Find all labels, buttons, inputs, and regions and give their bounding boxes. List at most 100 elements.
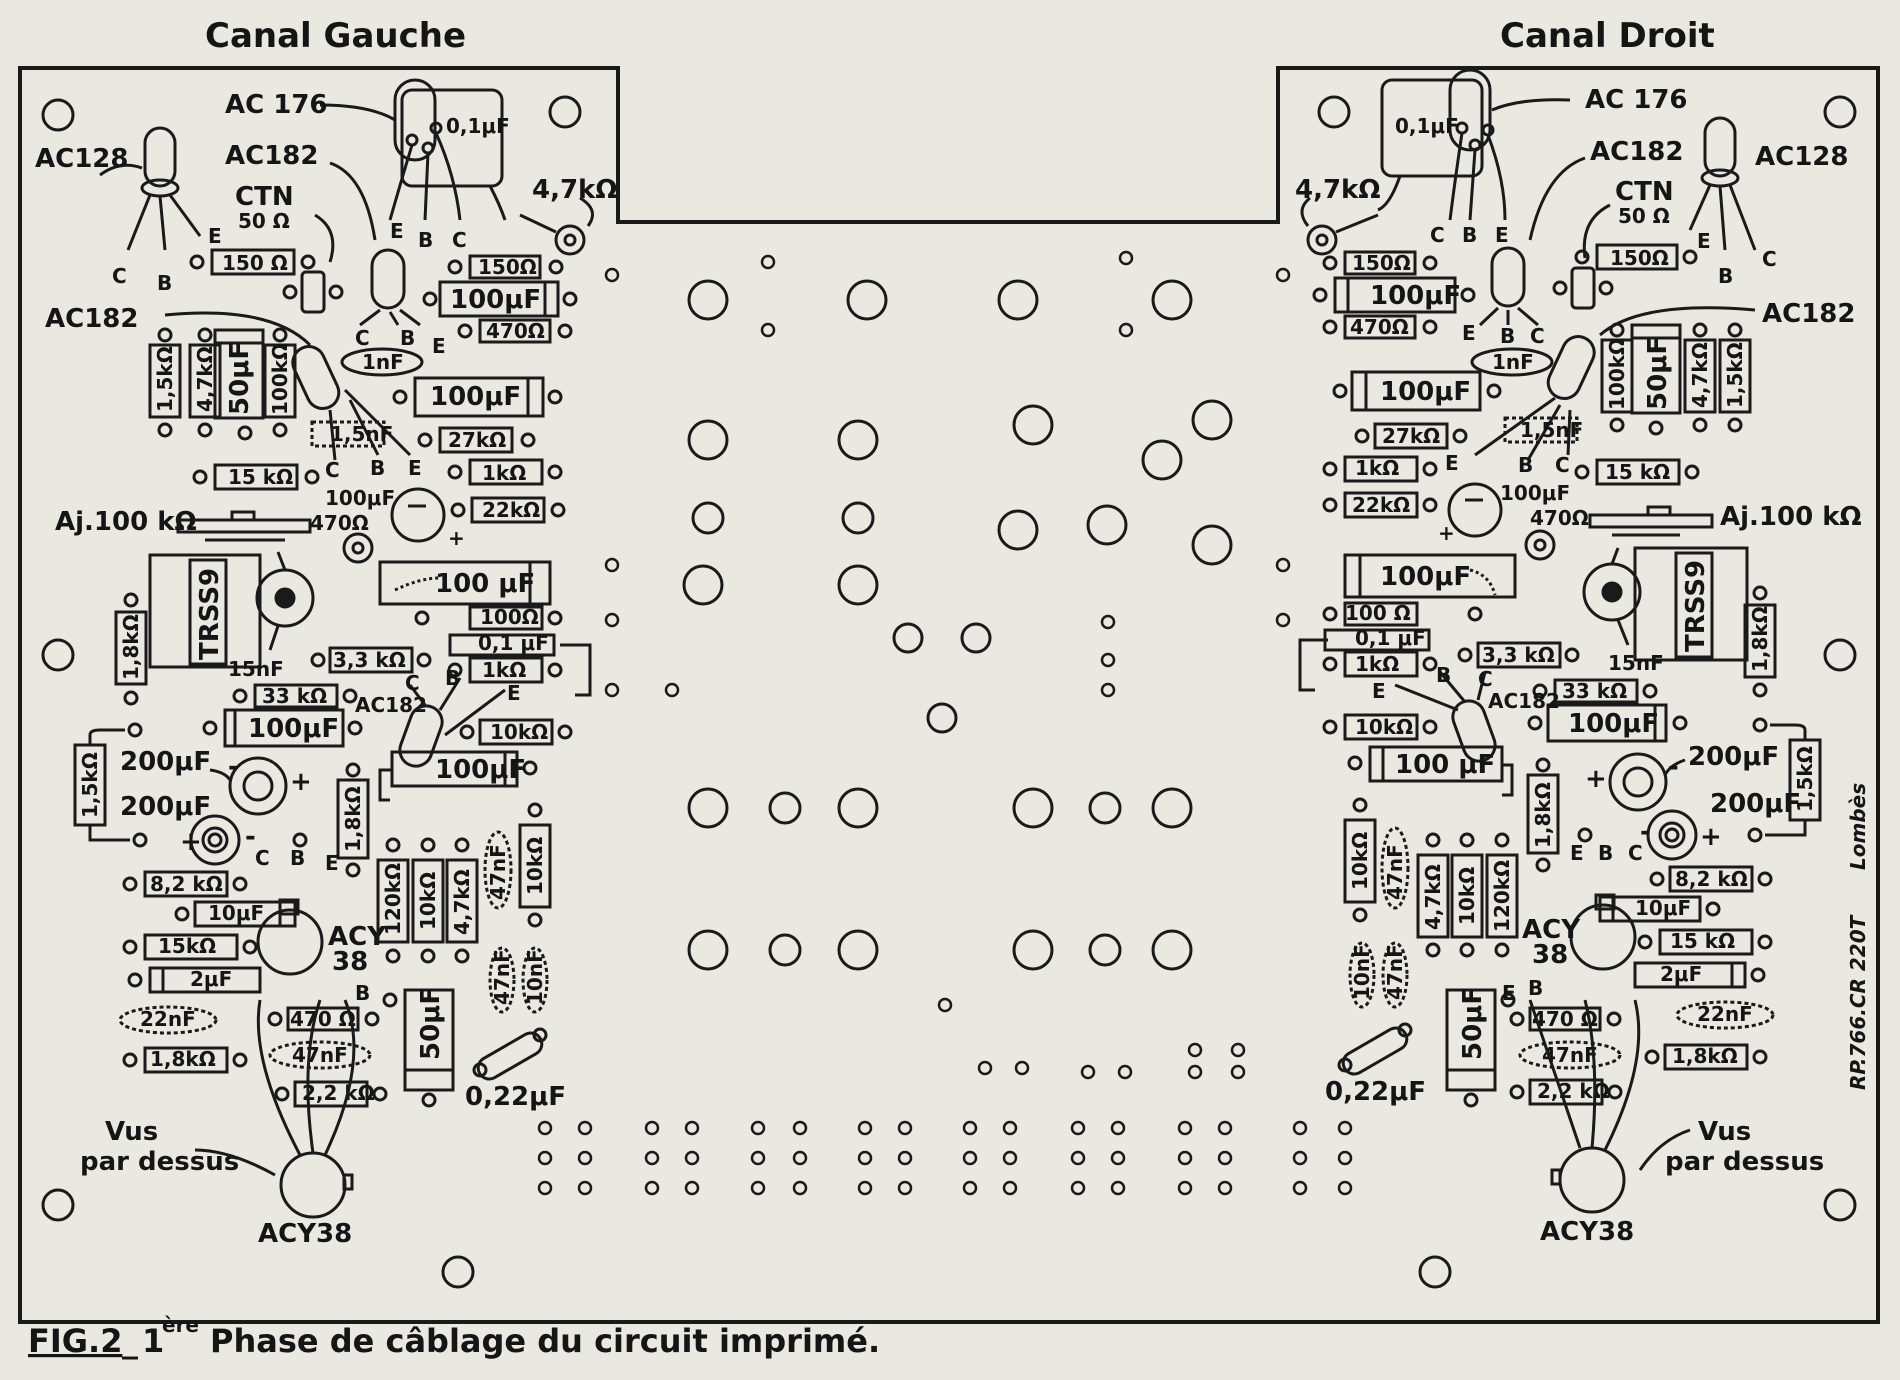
right-r15k2-label: 15 kΩ <box>1605 460 1670 484</box>
pad <box>1292 1180 1308 1196</box>
pad <box>1337 1120 1353 1136</box>
left-r47k-b-label: 4,7kΩ <box>193 346 217 412</box>
right-c100u-e <box>1527 703 1688 743</box>
pad <box>857 1120 873 1136</box>
right-r47k-trimmer <box>1300 196 1379 256</box>
pad <box>1070 1150 1086 1166</box>
right-r47k-c <box>1416 832 1450 958</box>
left-ac128-transistor <box>99 126 202 251</box>
pad <box>537 1120 553 1136</box>
right-c200u-b-label: 200μF <box>1710 789 1801 819</box>
right-vertical-c50u <box>1630 323 1682 436</box>
left-r15k-d-label: 15kΩ <box>158 934 216 958</box>
right-acy38-b-pin-e: E <box>1502 981 1516 1005</box>
left-r1k <box>447 458 563 486</box>
right-c200u-b-plus: + <box>1700 822 1722 852</box>
right-c47n-a <box>1380 826 1410 910</box>
left-c200u-a-minus: - <box>228 752 239 782</box>
right-r47k-c-label: 4,7kΩ <box>1421 864 1445 930</box>
right-ac182-b-pin-e: E <box>1445 451 1459 475</box>
right-c200u-a-cap <box>1608 752 1686 812</box>
right-ac182-a-pin-c: C <box>1530 324 1545 348</box>
pad <box>1337 1150 1353 1166</box>
bottom-pad-grid <box>537 1120 1353 1196</box>
right-c200u-b-minus: - <box>1640 817 1651 847</box>
pad <box>1110 1150 1126 1166</box>
board-outline <box>18 66 1880 1324</box>
right-ac182-a-label: AC182 <box>1590 137 1683 167</box>
left-c100u-b-label: 100μF <box>430 382 521 412</box>
left-r33k-b-label: 33 kΩ <box>262 684 327 708</box>
pad <box>1177 1150 1193 1166</box>
right-ac182-b-transistor <box>1474 335 1596 461</box>
left-c50u-label: 50μF <box>225 342 255 415</box>
right-r18k-a-label: 1,8kΩ <box>1748 606 1772 672</box>
left-r33k-a-label: 3,3 kΩ <box>333 648 406 672</box>
pad <box>1070 1120 1086 1136</box>
right-c100u-c-cap <box>1447 482 1556 561</box>
right-c200u-a-plus: + <box>1585 764 1607 794</box>
right-ac182-a-arrow <box>1528 156 1586 241</box>
left-c47n-b-label: 47nF <box>490 949 514 1005</box>
left-c47n-c-label: 47nF <box>292 1043 348 1067</box>
right-acy38-transistor <box>1569 893 1637 971</box>
left-r18k-c <box>122 1046 248 1074</box>
pad <box>897 1150 913 1166</box>
title-left-channel: Canal Gauche <box>205 16 466 56</box>
left-c200u-b-cap <box>189 814 308 866</box>
right-r33k-b-label: 33 kΩ <box>1562 679 1627 703</box>
left-r100k-label: 100kΩ <box>268 343 292 415</box>
pad <box>792 1150 808 1166</box>
right-trss9-label: TRSS9 <box>1681 560 1711 652</box>
pad <box>1002 1150 1018 1166</box>
right-c50u-b <box>1445 988 1516 1108</box>
right-c022 <box>1337 1022 1413 1076</box>
right-adjust-potentiometer <box>1588 505 1714 537</box>
left-acy38-transistor <box>256 898 324 976</box>
right-r22k-label: 22kΩ <box>1352 493 1410 517</box>
left-r27k-label: 27kΩ <box>448 428 506 452</box>
right-r27k <box>1354 422 1468 450</box>
left-r1k-b-label: 1kΩ <box>482 658 526 682</box>
right-c100u-a-label: 100μF <box>1370 281 1461 311</box>
left-c01-label: 0,1μF <box>446 114 510 138</box>
left-acy38-label-number: 38 <box>332 947 368 977</box>
right-r33k-b <box>1532 678 1658 704</box>
left-ac182-b-pin-c: C <box>325 458 340 482</box>
right-r470-c <box>1509 1006 1622 1032</box>
right-ac176-pin-e: E <box>1495 223 1509 247</box>
left-c100u-e-label: 100μF <box>248 714 339 744</box>
left-ctn-name: CTN <box>235 182 294 212</box>
left-r10k-a <box>459 718 573 746</box>
pad <box>1217 1150 1233 1166</box>
left-r22k-b-label: 2,2 kΩ <box>302 1081 375 1105</box>
left-r120k <box>376 837 410 964</box>
right-r470-a-label: 470Ω <box>1350 315 1409 339</box>
right-ac176-pin-c: C <box>1430 223 1445 247</box>
left-r47k-c <box>445 837 479 964</box>
figure-separator: _ <box>122 1322 138 1360</box>
left-r15k-c-label: 1,5kΩ <box>78 752 102 818</box>
figure-ordinal-sup: ère <box>162 1313 199 1337</box>
right-c100u-d-label: 100μF <box>1380 562 1471 592</box>
left-c200u-b-label: 200μF <box>120 792 211 822</box>
pad <box>1177 1180 1193 1196</box>
right-r15k-d <box>1637 928 1773 956</box>
right-r10k-c <box>1450 832 1484 958</box>
left-r120k-label: 120kΩ <box>381 863 405 935</box>
right-r10k-b-label: 10kΩ <box>1348 832 1372 890</box>
right-view-note-line1: Vus <box>1698 1117 1751 1147</box>
right-c22n <box>1675 1000 1775 1030</box>
pad <box>1177 1120 1193 1136</box>
right-c15n-label: 1,5nF <box>1520 418 1583 442</box>
left-c50u-b-label: 50μF <box>416 987 446 1060</box>
right-r150-a <box>1574 243 1698 271</box>
right-r100 <box>1322 601 1483 627</box>
right-ctn-name: CTN <box>1615 177 1674 207</box>
pad <box>537 1150 553 1166</box>
left-c2u-label: 2μF <box>190 967 232 991</box>
right-r33k-a-label: 3,3 kΩ <box>1482 643 1555 667</box>
pad <box>577 1150 593 1166</box>
pad <box>1217 1180 1233 1196</box>
